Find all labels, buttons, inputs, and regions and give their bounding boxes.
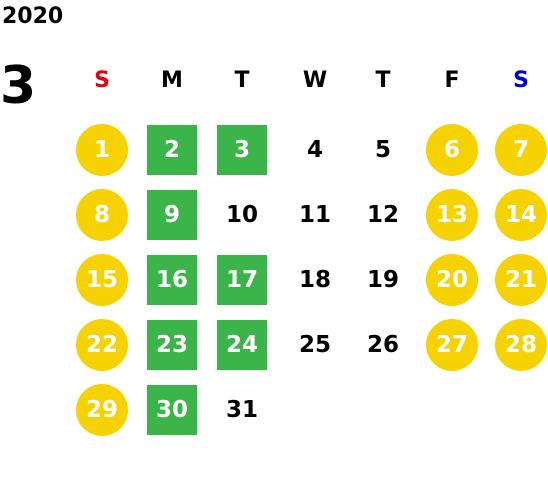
calendar-day: 13 <box>426 189 478 241</box>
calendar-day: 22 <box>76 319 128 371</box>
calendar-day: 21 <box>495 254 547 306</box>
calendar-day: 1 <box>76 124 128 176</box>
calendar-day: 3 <box>217 125 267 175</box>
weekday-thursday: T <box>375 68 391 93</box>
calendar-day: 17 <box>217 255 267 305</box>
calendar-day: 15 <box>76 254 128 306</box>
weekday-saturday: S <box>513 68 529 93</box>
weekday-monday: M <box>161 68 183 93</box>
calendar-day: 23 <box>147 320 197 370</box>
weekday-friday: F <box>444 68 460 93</box>
calendar-day: 10 <box>225 202 258 228</box>
calendar-day: 12 <box>366 202 399 228</box>
calendar-day: 9 <box>147 190 197 240</box>
weekday-sunday: S <box>94 68 110 93</box>
calendar-day: 2 <box>147 125 197 175</box>
calendar-day: 11 <box>298 202 331 228</box>
calendar-day: 25 <box>298 332 331 358</box>
calendar-day: 29 <box>76 384 128 436</box>
calendar-day: 27 <box>426 319 478 371</box>
calendar-day: 14 <box>495 189 547 241</box>
calendar-day: 20 <box>426 254 478 306</box>
calendar-day: 19 <box>366 267 399 293</box>
calendar-day: 28 <box>495 319 547 371</box>
calendar-month: 3 <box>0 56 37 116</box>
weekday-header-row: S M T W T F S <box>0 66 548 96</box>
calendar-day: 18 <box>298 267 331 293</box>
weekday-tuesday: T <box>234 68 250 93</box>
calendar-day: 6 <box>426 124 478 176</box>
calendar-day: 16 <box>147 255 197 305</box>
calendar-year: 2020 <box>2 4 64 29</box>
calendar-day: 7 <box>495 124 547 176</box>
calendar-day: 31 <box>225 397 258 423</box>
weekday-wednesday: W <box>302 68 328 93</box>
calendar-day: 8 <box>76 189 128 241</box>
calendar-day: 30 <box>147 385 197 435</box>
calendar-day: 26 <box>366 332 399 358</box>
calendar-day: 4 <box>306 137 323 163</box>
calendar-day: 5 <box>374 137 391 163</box>
calendar-day: 24 <box>217 320 267 370</box>
